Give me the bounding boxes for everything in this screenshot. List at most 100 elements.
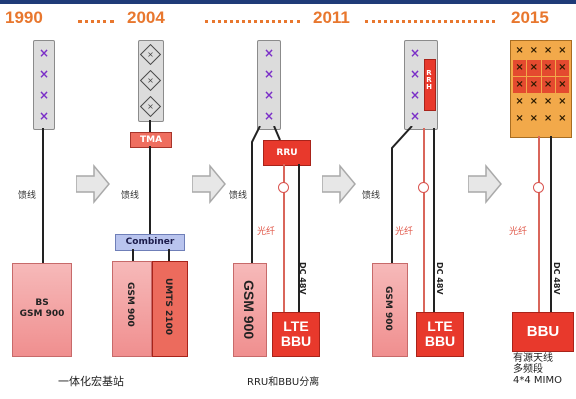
feeder-cable xyxy=(251,126,281,264)
lte-bbu-box: LTE BBU xyxy=(416,312,464,357)
timeline-dots xyxy=(205,20,300,23)
power-cable xyxy=(298,164,300,312)
bbu-label: BBU xyxy=(526,323,560,340)
fiber-label: 光纤 xyxy=(509,227,528,237)
fiber-cable xyxy=(283,164,285,312)
bs-cabinet: BS GSM 900 xyxy=(12,263,72,357)
year-2004: 2004 xyxy=(127,8,165,27)
tma-box: TMA xyxy=(130,132,172,148)
cross-pol-element-icon: × xyxy=(555,77,569,93)
power-cable xyxy=(550,136,552,312)
gsm-cabinet: GSM 900 xyxy=(112,261,152,357)
gsm-cabinet: GSM 900 xyxy=(372,263,408,357)
cross-pol-element-icon: × xyxy=(558,113,567,124)
cross-pol-element-icon: × xyxy=(543,96,553,107)
fiber-cable xyxy=(538,136,540,312)
umts-label: UMTS 2100 xyxy=(163,278,173,336)
bs-label: BS xyxy=(35,298,49,308)
year-2015: 2015 xyxy=(511,8,549,27)
active-antenna-array: × × × × × × × × × × × × × × × × × × × × xyxy=(510,40,572,138)
cross-pol-element-icon: × xyxy=(529,96,539,107)
fiber-connector-icon xyxy=(533,182,544,193)
cross-pol-element-icon: × xyxy=(263,109,275,123)
dipole-element-icon: × xyxy=(139,95,162,118)
antenna-panel: × × × × xyxy=(257,40,281,130)
rrh-label: RRH xyxy=(425,69,433,90)
rru-box: RRU xyxy=(263,140,311,166)
cross-pol-element-icon: × xyxy=(543,113,553,124)
cross-pol-element-icon: × xyxy=(555,60,569,76)
fiber-label: 光纤 xyxy=(395,227,414,237)
era-caption: 一体化宏基站 xyxy=(58,375,124,388)
feeder-cable xyxy=(132,249,134,261)
gsm-label: GSM 900 xyxy=(383,286,393,331)
dipole-element-icon: × xyxy=(139,69,162,92)
cross-pol-element-icon: × xyxy=(38,46,50,60)
lte-bbu-box: LTE BBU xyxy=(272,312,320,357)
era-caption: RRU和BBU分离 xyxy=(247,377,320,388)
rrh-box: RRH xyxy=(424,59,436,111)
timeline-dots xyxy=(365,20,495,23)
antenna-panel: × × × × RRH xyxy=(404,40,438,130)
timeline-dots xyxy=(78,20,114,23)
cross-pol-element-icon: × xyxy=(515,113,524,124)
gsm-label: GSM 900 xyxy=(125,282,135,327)
caption-line: 多频段 xyxy=(513,364,543,375)
lte-label: LTE xyxy=(283,318,309,334)
gsm-cabinet: GSM 900 xyxy=(233,263,267,357)
antenna-panel: × × × xyxy=(138,40,164,122)
cross-pol-element-icon: × xyxy=(541,77,555,93)
cross-pol-element-icon: × xyxy=(558,45,567,56)
cross-pol-element-icon: × xyxy=(543,45,553,56)
caption-line: 有源天线 xyxy=(513,353,553,364)
combiner-box: Combiner xyxy=(115,234,185,251)
fiber-label: 光纤 xyxy=(257,227,276,237)
lte-label: LTE xyxy=(427,318,453,334)
cross-pol-element-icon: × xyxy=(513,60,527,76)
fiber-cable xyxy=(423,128,425,312)
bbu-label: BBU xyxy=(424,333,456,349)
bbu-label: BBU xyxy=(280,333,312,349)
feeder-cable xyxy=(42,128,44,263)
bs-model-label: GSM 900 xyxy=(19,309,65,319)
cross-pol-element-icon: × xyxy=(515,45,524,56)
right-arrow-icon xyxy=(468,164,502,204)
cross-pol-element-icon: × xyxy=(409,46,421,60)
bbu-box: BBU xyxy=(512,312,574,352)
right-arrow-icon xyxy=(322,164,356,204)
feeder-label: 馈线 xyxy=(18,191,37,201)
year-2011: 2011 xyxy=(313,8,350,27)
fiber-connector-icon xyxy=(418,182,429,193)
cross-pol-element-icon: × xyxy=(527,60,541,76)
feeder-label: 馈线 xyxy=(362,191,381,201)
cross-pol-element-icon: × xyxy=(38,109,50,123)
cross-pol-element-icon: × xyxy=(513,77,527,93)
power-label: DC 48V xyxy=(552,262,561,295)
cross-pol-element-icon: × xyxy=(515,96,524,107)
feeder-cable xyxy=(168,249,170,261)
cross-pol-element-icon: × xyxy=(558,96,567,107)
power-cable xyxy=(433,128,435,312)
power-label: DC 48V xyxy=(298,262,307,295)
cross-pol-element-icon: × xyxy=(38,88,50,102)
dipole-element-icon: × xyxy=(139,43,162,66)
feeder-label: 馈线 xyxy=(121,191,140,201)
cross-pol-element-icon: × xyxy=(529,45,539,56)
cross-pol-element-icon: × xyxy=(409,109,421,123)
cross-pol-element-icon: × xyxy=(263,88,275,102)
feeder-label: 馈线 xyxy=(229,191,248,201)
caption-line: 4*4 MIMO xyxy=(513,375,562,386)
cross-pol-element-icon: × xyxy=(541,60,555,76)
right-arrow-icon xyxy=(76,164,110,204)
umts-cabinet: UMTS 2100 xyxy=(152,261,188,357)
antenna-panel: × × × × xyxy=(33,40,55,130)
feeder-cable xyxy=(149,146,151,234)
cross-pol-element-icon: × xyxy=(263,46,275,60)
year-1990: 1990 xyxy=(5,8,43,27)
power-label: DC 48V xyxy=(435,262,444,295)
fiber-connector-icon xyxy=(278,182,289,193)
cross-pol-element-icon: × xyxy=(409,88,421,102)
feeder-cable xyxy=(391,126,413,264)
cross-pol-element-icon: × xyxy=(263,67,275,81)
right-arrow-icon xyxy=(192,164,226,204)
